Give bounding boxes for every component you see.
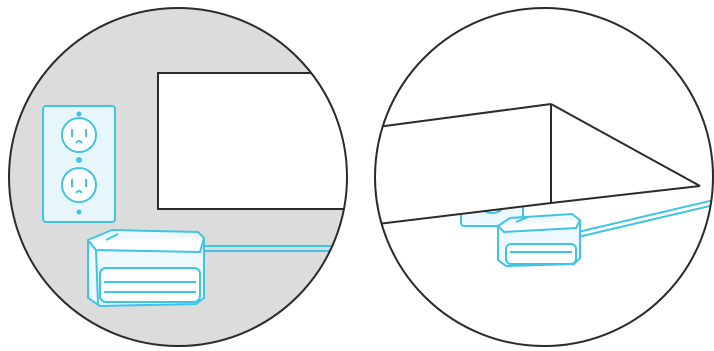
- left-panel: [0, 0, 368, 351]
- right-panel: [370, 0, 714, 351]
- left-outlet-icon: [43, 106, 115, 222]
- left-device-icon: [88, 230, 204, 306]
- right-device-icon: [498, 214, 580, 266]
- left-furniture: [158, 73, 368, 209]
